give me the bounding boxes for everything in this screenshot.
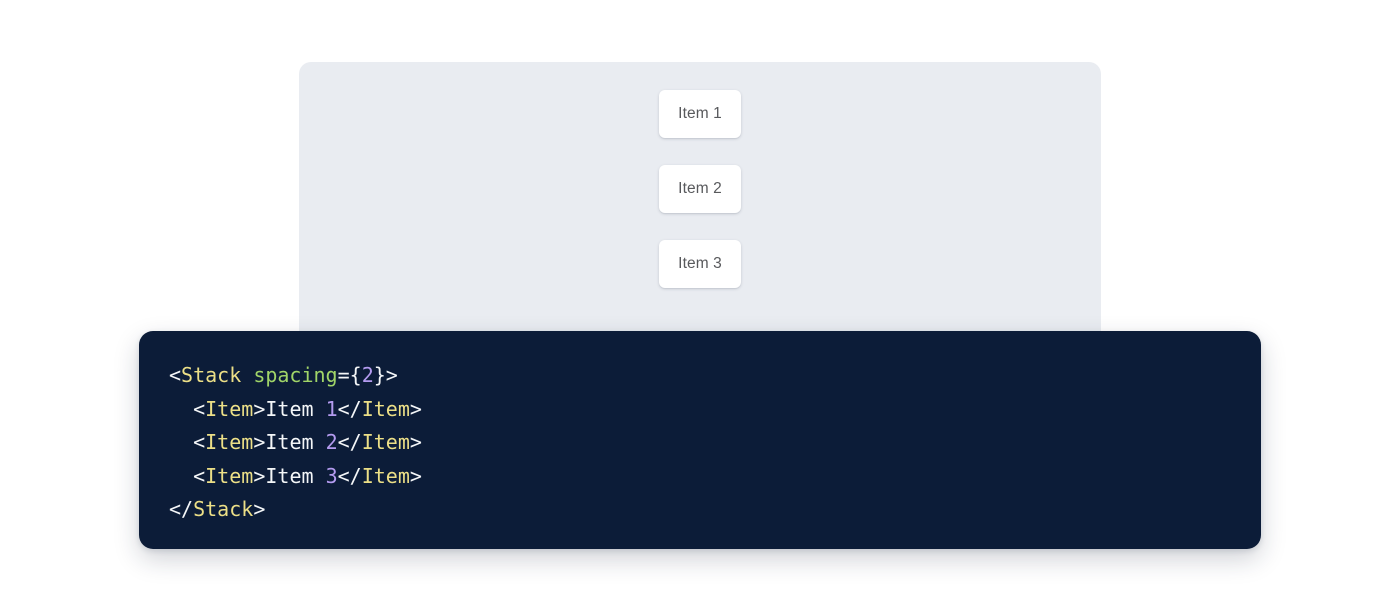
code-line: <Item>Item 1</Item> — [169, 393, 1261, 427]
code-token-punct: < — [169, 363, 182, 387]
code-token-punct: > — [409, 430, 422, 454]
code-token-num: 1 — [325, 396, 338, 421]
code-indent — [169, 464, 193, 488]
code-token-punct: > — [409, 396, 422, 421]
code-token-punct: > — [253, 497, 266, 521]
code-token-punct: </ — [337, 430, 362, 454]
code-token-text: Item — [265, 463, 326, 488]
code-token-punct: > — [253, 430, 266, 454]
code-line: </Stack> — [169, 493, 1261, 527]
code-token-text: Item — [265, 396, 326, 421]
code-token-punct: }> — [373, 363, 398, 387]
code-snippet-block: <Stack spacing={2}> <Item>Item 1</Item> … — [139, 331, 1261, 549]
code-token-tag: Item — [205, 396, 254, 421]
code-token-punct: </ — [337, 463, 362, 488]
code-token-punct: > — [409, 463, 422, 488]
code-token-punct: > — [253, 463, 266, 488]
stack-item[interactable]: Item 1 — [659, 90, 741, 138]
stack-item[interactable]: Item 3 — [659, 240, 741, 288]
component-preview-panel: Item 1 Item 2 Item 3 — [299, 62, 1101, 352]
code-token-tag: Stack — [181, 363, 242, 387]
code-indent — [169, 430, 193, 454]
code-token-tag: Item — [361, 463, 410, 488]
code-line: <Stack spacing={2}> — [169, 359, 1261, 393]
code-token-tag: Item — [361, 430, 410, 454]
code-token-punct: < — [193, 463, 206, 488]
code-token-punct — [241, 363, 253, 387]
code-token-num: 2 — [361, 363, 374, 387]
code-token-attr: spacing — [253, 363, 338, 387]
stack-item-label: Item 3 — [678, 255, 722, 273]
code-snippet-text: <Stack spacing={2}> <Item>Item 1</Item> … — [169, 359, 1261, 527]
code-token-punct: > — [253, 396, 266, 421]
code-line: <Item>Item 3</Item> — [169, 460, 1261, 494]
code-token-num: 2 — [325, 430, 338, 454]
code-token-punct: < — [193, 430, 206, 454]
code-token-punct: ={ — [337, 363, 362, 387]
stack-item-label: Item 2 — [678, 180, 722, 198]
stack-item[interactable]: Item 2 — [659, 165, 741, 213]
code-token-tag: Item — [205, 463, 254, 488]
code-indent — [169, 397, 193, 421]
code-token-tag: Stack — [193, 497, 254, 521]
stack-container: Item 1 Item 2 Item 3 — [299, 90, 1101, 288]
code-token-tag: Item — [205, 430, 254, 454]
stack-item-label: Item 1 — [678, 105, 722, 123]
code-token-punct: </ — [337, 396, 362, 421]
code-token-tag: Item — [361, 396, 410, 421]
code-line: <Item>Item 2</Item> — [169, 426, 1261, 460]
code-token-text: Item — [265, 430, 326, 454]
code-token-punct: </ — [169, 497, 194, 521]
code-token-punct: < — [193, 396, 206, 421]
code-token-num: 3 — [325, 463, 338, 488]
